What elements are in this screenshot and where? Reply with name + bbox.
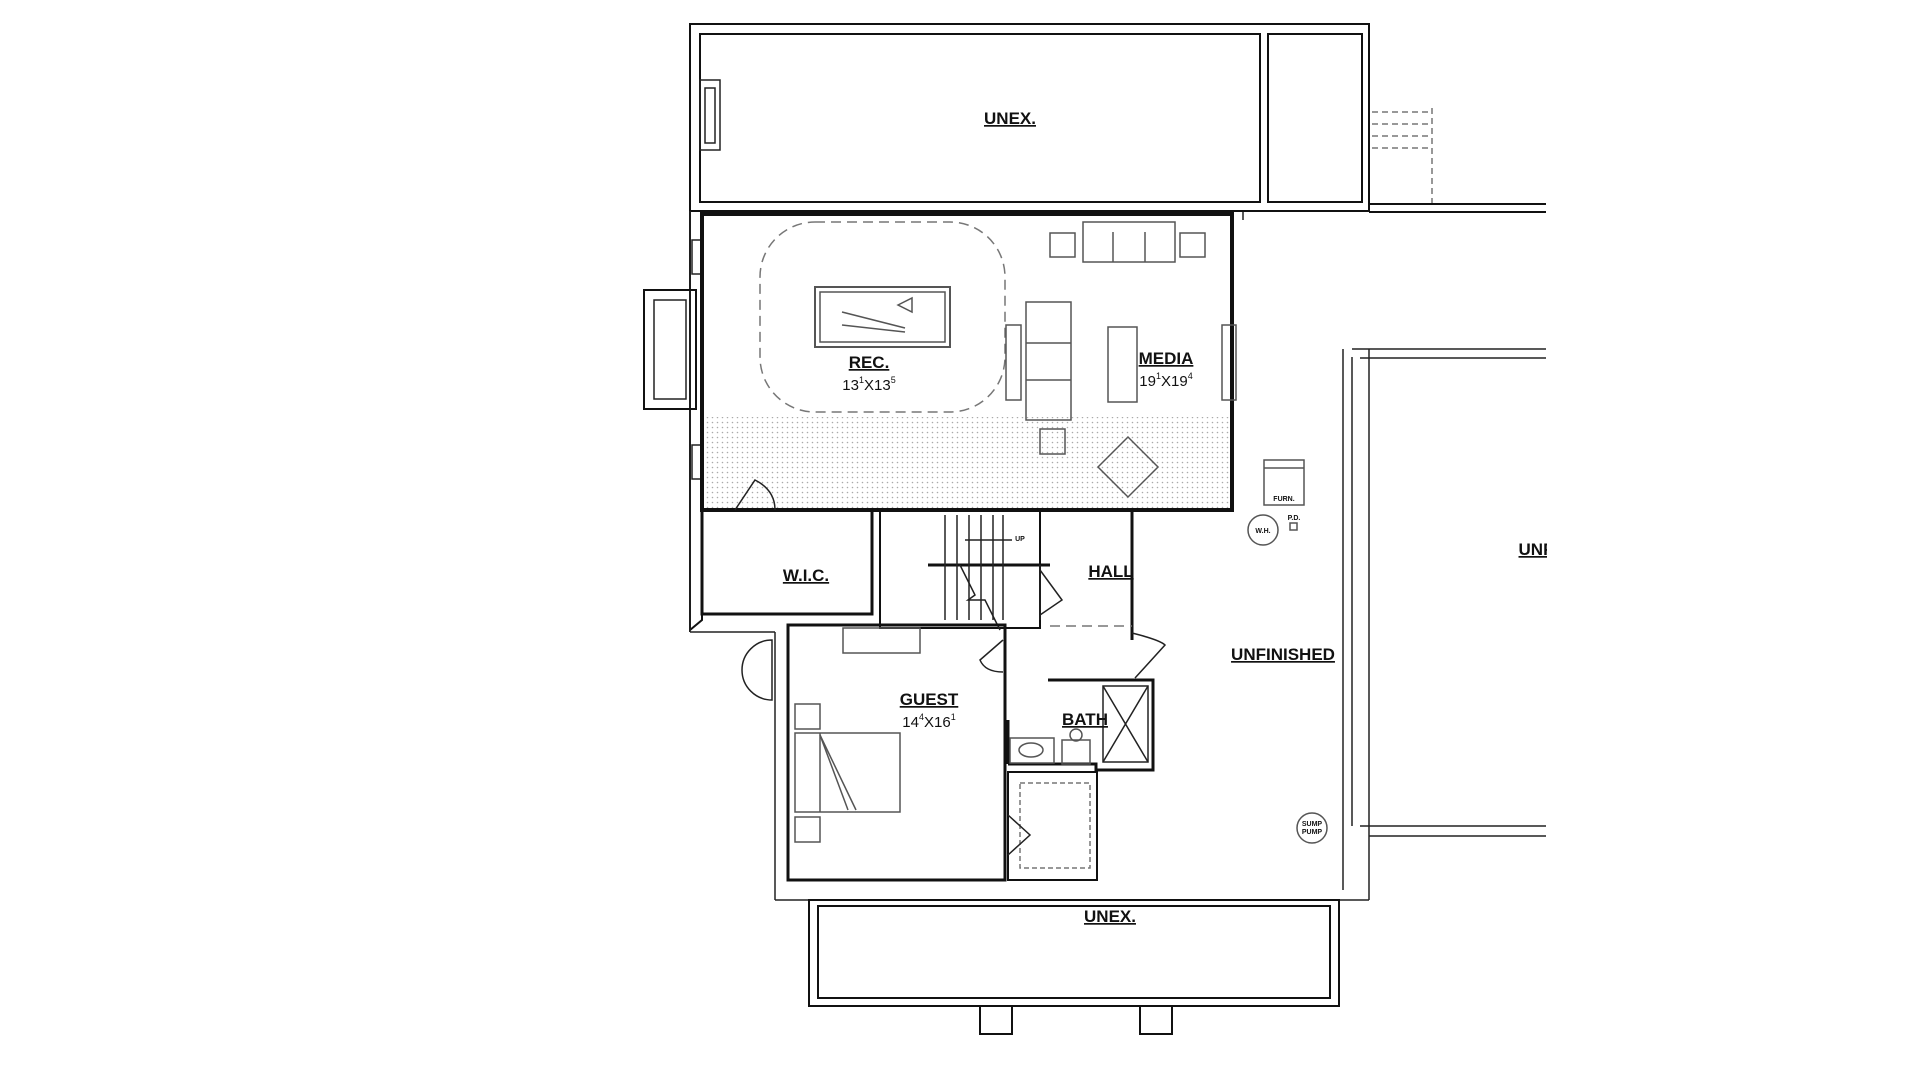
pool-table [814, 286, 951, 348]
unex-bottom-room: UNEX. [808, 899, 1340, 1035]
room-label-media: MEDIA [1139, 349, 1194, 368]
room-label-unf-right: UNF [1519, 540, 1554, 559]
room-label-wic: W.I.C. [783, 566, 829, 585]
wic-room: W.I.C. [700, 479, 874, 616]
room-label-unfinished: UNFINISHED [1231, 645, 1335, 664]
room-label-bath: BATH [1062, 710, 1108, 729]
room-label-unex-top: UNEX. [984, 109, 1036, 128]
unfinished-area: UNFINISHED FURN. W.H. P.D. SUMP PUMP UNF [1231, 459, 1554, 844]
room-dimensions-guest: 144X161 [902, 712, 955, 731]
water-heater-label: W.H. [1255, 528, 1270, 535]
room-dimensions-media: 191X194 [1139, 371, 1192, 390]
sump-pump-label-1: SUMP [1302, 821, 1323, 828]
unex-top-room: UNEX. [689, 23, 1370, 212]
furnace-label: FURN. [1273, 496, 1294, 503]
room-label-unex-bottom: UNEX. [1084, 907, 1136, 926]
stairs: UP HALL [879, 509, 1134, 640]
bay-window [643, 239, 703, 480]
room-label-hall: HALL [1088, 562, 1133, 581]
door-swing [1131, 632, 1167, 679]
bath-room: BATH [1006, 678, 1155, 772]
rec-media-room: REC. 131X135 MEDIA 191X194 [700, 212, 1237, 512]
room-label-rec: REC. [849, 353, 890, 372]
guest-room: GUEST 144X161 [741, 623, 1007, 882]
foundation-walls [689, 210, 1546, 901]
room-dimensions-rec: 131X135 [842, 375, 895, 394]
floor-drain-label: P.D. [1288, 515, 1301, 522]
closet [1007, 771, 1098, 881]
stair-up-label: UP [1015, 536, 1025, 543]
sectional-sofa [1005, 221, 1237, 499]
exterior-steps [1369, 108, 1546, 213]
room-label-guest: GUEST [900, 690, 959, 709]
sump-pump-label-2: PUMP [1302, 829, 1323, 836]
